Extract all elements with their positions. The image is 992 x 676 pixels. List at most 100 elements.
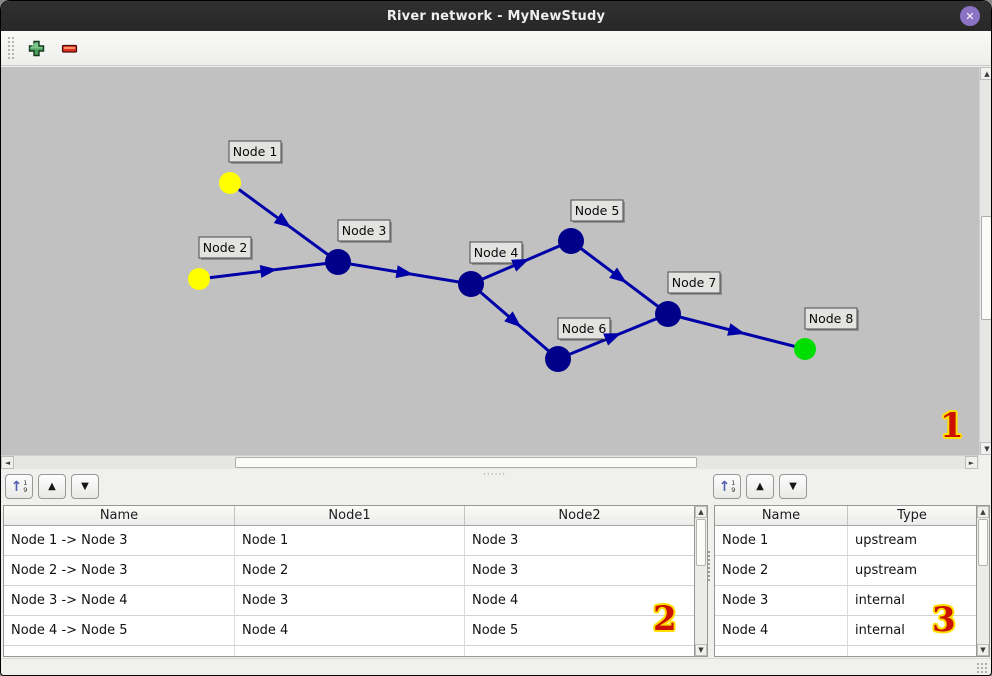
arrowhead-n4-n5 bbox=[511, 258, 530, 272]
arrowhead-n3-n4 bbox=[395, 265, 414, 279]
links-table-column-header[interactable]: Name bbox=[4, 506, 235, 525]
scroll-left-icon[interactable]: ◄ bbox=[1, 456, 14, 469]
node-label-n4: Node 4 bbox=[469, 241, 524, 265]
node-n8-circle[interactable] bbox=[794, 338, 816, 360]
links-table-cell[interactable]: Node 3 bbox=[465, 526, 694, 556]
window-resize-grip[interactable] bbox=[976, 662, 988, 674]
nodes-table-cell[interactable]: Node 3 bbox=[715, 586, 848, 616]
links-table-cell[interactable]: Node 4 -> Node 5 bbox=[4, 616, 235, 646]
links-scroll-thumb[interactable] bbox=[696, 519, 706, 566]
toolbar-grip-handle[interactable] bbox=[8, 37, 14, 59]
horizontal-scroll-thumb[interactable] bbox=[235, 457, 697, 468]
links-table-cell[interactable]: Node 3 bbox=[465, 556, 694, 586]
links-table-cell[interactable]: Node 1 -> Node 3 bbox=[4, 526, 235, 556]
links-move-down-button[interactable]: ▼ bbox=[71, 474, 99, 499]
pane-splitter-handle[interactable]: ······ bbox=[483, 470, 507, 480]
scroll-up-icon[interactable]: ▲ bbox=[977, 506, 989, 518]
nodes-table-row[interactable] bbox=[715, 646, 976, 656]
links-table-cell[interactable]: Node 2 -> Node 3 bbox=[4, 556, 235, 586]
links-table-cell[interactable] bbox=[4, 646, 235, 656]
nodes-table-cell[interactable]: upstream bbox=[848, 556, 976, 586]
nodes-scroll-thumb[interactable] bbox=[978, 519, 988, 566]
canvas-vertical-scrollbar[interactable]: ▲ ▼ bbox=[979, 67, 991, 455]
links-table-cell[interactable]: Node 4 bbox=[465, 586, 694, 616]
links-table-cell[interactable] bbox=[235, 646, 465, 656]
nodes-table-cell[interactable]: Node 2 bbox=[715, 556, 848, 586]
nodes-table-header: Name Type bbox=[715, 506, 976, 526]
close-button[interactable]: ✕ bbox=[960, 6, 980, 26]
nodes-table-cell[interactable]: Node 1 bbox=[715, 526, 848, 556]
links-table-cell[interactable]: Node 3 bbox=[235, 586, 465, 616]
node-n4-circle[interactable] bbox=[458, 271, 484, 297]
close-icon: ✕ bbox=[965, 9, 975, 23]
scroll-down-icon[interactable]: ▼ bbox=[980, 442, 991, 455]
scroll-right-icon[interactable]: ► bbox=[965, 456, 978, 469]
links-table-cell[interactable]: Node 3 -> Node 4 bbox=[4, 586, 235, 616]
down-triangle-icon: ▼ bbox=[789, 481, 797, 492]
links-move-up-button[interactable]: ▲ bbox=[38, 474, 66, 499]
add-button[interactable] bbox=[24, 36, 48, 60]
node-n7-circle[interactable] bbox=[655, 301, 681, 327]
scroll-up-icon[interactable]: ▲ bbox=[695, 506, 707, 518]
nodes-table-cell[interactable]: Node 4 bbox=[715, 616, 848, 646]
links-table-cell[interactable] bbox=[465, 646, 694, 656]
nodes-table-column-header[interactable]: Type bbox=[897, 508, 927, 523]
nodes-table-scrollbar[interactable]: ▲ ▼ bbox=[976, 505, 990, 657]
nodes-move-up-button[interactable]: ▲ bbox=[746, 474, 774, 499]
node-label-n6: Node 6 bbox=[557, 317, 612, 341]
nodes-table-cell[interactable] bbox=[848, 646, 976, 656]
vertical-scroll-thumb[interactable] bbox=[981, 216, 991, 320]
arrowhead-n7-n8 bbox=[727, 323, 746, 336]
node-n6-circle[interactable] bbox=[545, 346, 571, 372]
links-table-cell[interactable]: Node 1 bbox=[235, 526, 465, 556]
arrowhead-n1-n3 bbox=[273, 212, 292, 228]
nodes-table-cell[interactable] bbox=[715, 646, 848, 656]
scroll-up-icon[interactable]: ▲ bbox=[980, 67, 991, 80]
node-label-n5: Node 5 bbox=[570, 199, 625, 223]
node-n3-circle[interactable] bbox=[325, 249, 351, 275]
arrowhead-n4-n6 bbox=[504, 311, 522, 328]
node-n1-circle[interactable] bbox=[219, 172, 241, 194]
nodes-table-column-header[interactable]: Name bbox=[715, 506, 848, 525]
node-label-n7: Node 7 bbox=[667, 271, 722, 295]
nodes-move-down-button[interactable]: ▼ bbox=[779, 474, 807, 499]
window-title: River network - MyNewStudy bbox=[386, 8, 606, 24]
nodes-table-cell[interactable]: upstream bbox=[848, 526, 976, 556]
links-table-column-header[interactable]: Node2 bbox=[558, 508, 601, 523]
links-table-scrollbar[interactable]: ▲ ▼ bbox=[694, 505, 708, 657]
status-bar bbox=[1, 658, 991, 675]
remove-button[interactable] bbox=[57, 36, 81, 60]
scroll-down-icon[interactable]: ▼ bbox=[977, 644, 989, 656]
nodes-table-cell[interactable]: internal bbox=[848, 586, 976, 616]
links-table-cell[interactable]: Node 5 bbox=[465, 616, 694, 646]
scroll-down-icon[interactable]: ▼ bbox=[695, 644, 707, 656]
canvas-horizontal-scrollbar[interactable]: ◄ ► bbox=[1, 455, 979, 469]
node-n2-circle[interactable] bbox=[188, 268, 210, 290]
up-triangle-icon: ▲ bbox=[48, 481, 56, 492]
links-table-column-header[interactable]: Node1 bbox=[235, 506, 465, 525]
up-triangle-icon: ▲ bbox=[756, 481, 764, 492]
title-bar[interactable]: River network - MyNewStudy ✕ bbox=[1, 1, 991, 31]
node-n5-circle[interactable] bbox=[558, 228, 584, 254]
tables-splitter-handle[interactable] bbox=[708, 551, 712, 581]
nodes-table-cell[interactable]: internal bbox=[848, 616, 976, 646]
links-table-cell[interactable]: Node 4 bbox=[235, 616, 465, 646]
links-table-row[interactable] bbox=[4, 646, 694, 656]
links-table-cell[interactable]: Node 2 bbox=[235, 556, 465, 586]
